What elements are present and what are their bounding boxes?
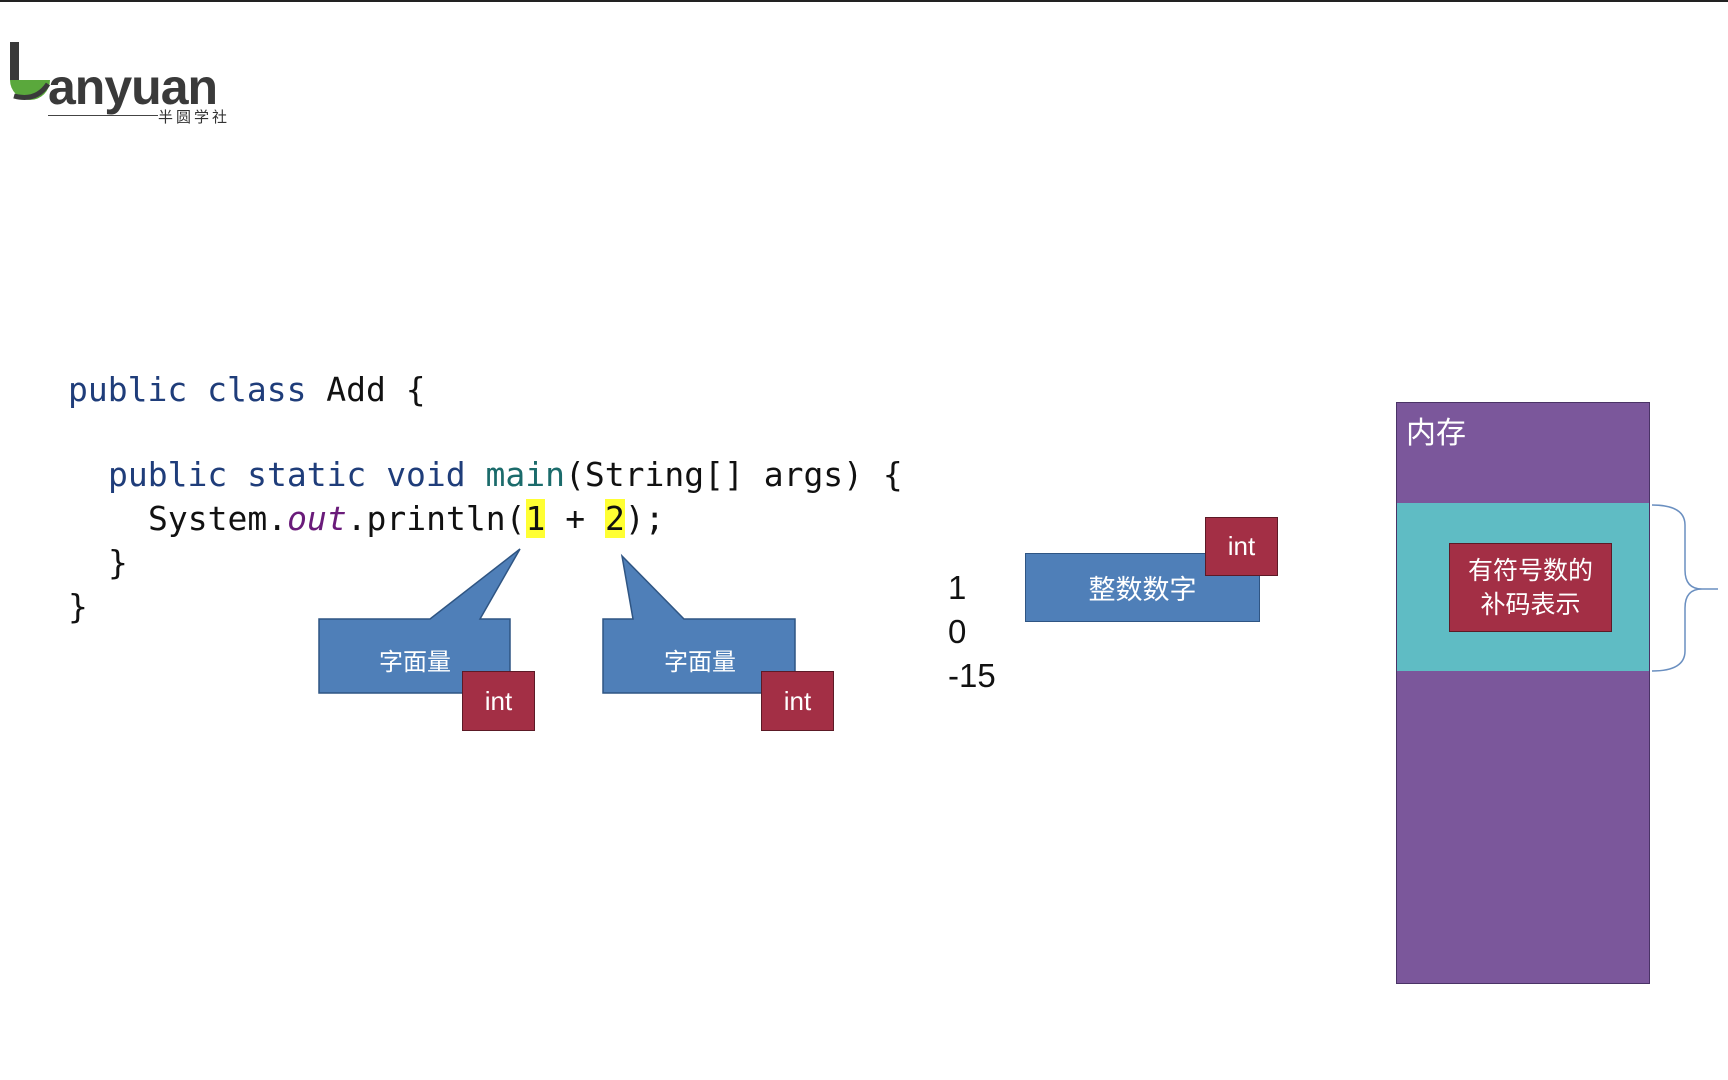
literal-2: 2 — [604, 499, 625, 538]
integer-type-badge: int — [1205, 517, 1278, 576]
example-number: -15 — [948, 657, 996, 694]
code-line-2: public static void main(String[] args) { — [108, 455, 903, 495]
literal-1: 1 — [525, 499, 546, 538]
plus-operator: + — [545, 499, 605, 538]
example-number: 1 — [948, 569, 967, 606]
code-line-4: } — [108, 543, 128, 583]
integer-number-label: 整数数字 — [1088, 575, 1197, 606]
logo-subtitle: 半圆学社 — [158, 108, 231, 126]
logo-text: anyuan — [48, 59, 218, 115]
statement-end: ); — [624, 499, 665, 538]
system-ref: System. — [148, 499, 288, 538]
close-brace-method: } — [108, 543, 128, 582]
fn-main: main — [485, 455, 566, 494]
top-border — [0, 0, 1728, 2]
callout-1-label: 字面量 — [379, 648, 451, 676]
kw-public: public — [108, 455, 228, 494]
kw-public: public — [68, 370, 188, 409]
out-field: out — [287, 499, 347, 538]
callout-2-type-badge: int — [761, 671, 834, 731]
println-call: .println( — [346, 499, 526, 538]
main-params: (String[] args) { — [565, 455, 903, 494]
example-numbers: 1 0 -15 — [948, 566, 996, 698]
memory-brace — [1651, 504, 1718, 672]
code-line-3: System.out.println(1 + 2); — [148, 499, 665, 539]
callout-1-type-badge: int — [462, 671, 535, 731]
example-number: 0 — [948, 613, 967, 650]
callout-2-label: 字面量 — [664, 648, 736, 676]
class-name: Add { — [306, 370, 426, 409]
kw-static: static — [247, 455, 367, 494]
close-brace-class: } — [68, 587, 88, 626]
logo-b-icon — [10, 42, 51, 100]
kw-class: class — [207, 370, 307, 409]
logo-underline — [48, 115, 158, 116]
kw-void: void — [386, 455, 466, 494]
memory-block — [1396, 402, 1650, 984]
twos-complement-box: 有符号数的 补码表示 — [1449, 543, 1612, 632]
memory-title: 内存 — [1406, 416, 1466, 451]
twos-complement-line-2: 补码表示 — [1480, 589, 1581, 619]
banyuan-logo: anyuan 半圆学社 — [8, 40, 248, 130]
code-line-1: public class Add { — [68, 370, 426, 410]
twos-complement-line-1: 有符号数的 — [1467, 555, 1593, 585]
code-line-5: } — [68, 587, 88, 627]
